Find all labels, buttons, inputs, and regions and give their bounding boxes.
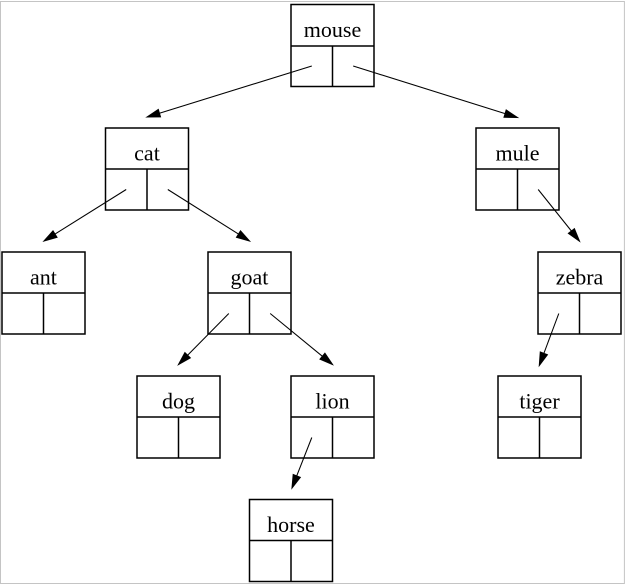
svg-text:lion: lion (315, 389, 349, 414)
svg-text:horse: horse (267, 512, 315, 537)
svg-text:dog: dog (162, 389, 195, 414)
svg-text:mule: mule (496, 141, 540, 166)
svg-text:mouse: mouse (304, 17, 361, 42)
svg-text:ant: ant (30, 265, 57, 290)
svg-text:tiger: tiger (519, 389, 560, 414)
svg-text:cat: cat (134, 141, 160, 166)
svg-text:goat: goat (231, 265, 269, 290)
svg-text:zebra: zebra (556, 265, 604, 290)
